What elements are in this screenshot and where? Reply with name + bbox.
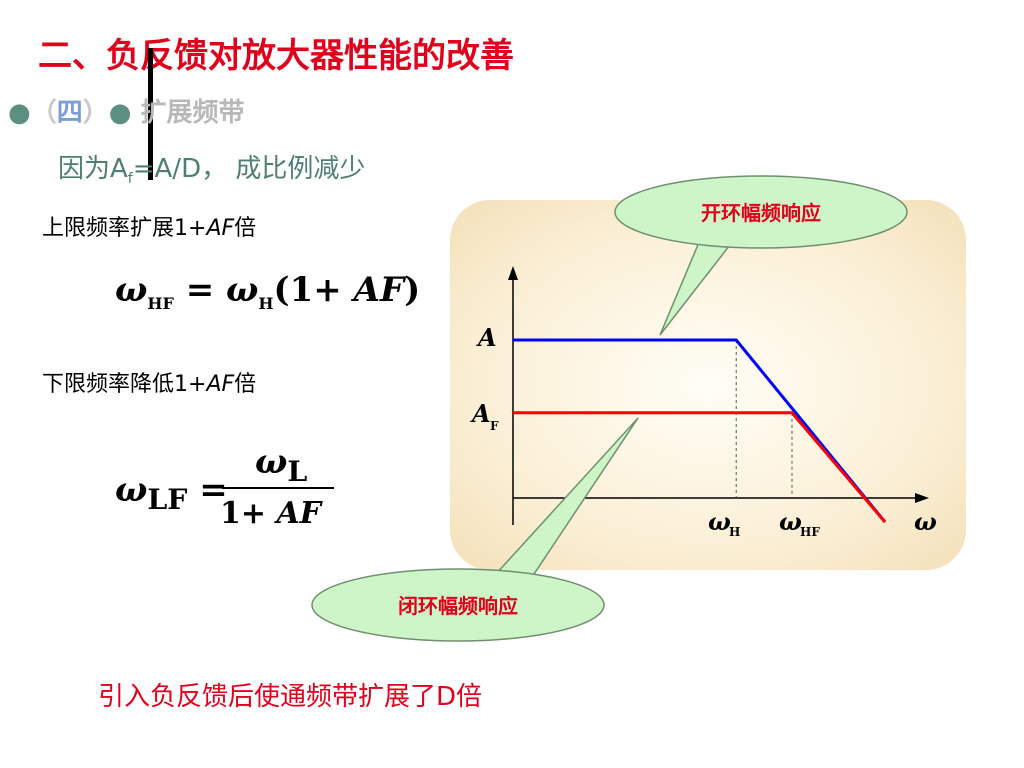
x-label-omega: ω (914, 507, 937, 536)
because-sub: f (127, 171, 133, 188)
x-label-omega-hf: ω (779, 507, 802, 536)
x-axis-arrow-icon (915, 493, 929, 503)
lower-af: AF (206, 372, 235, 397)
formula-hf: ωHF = ωH(1+ AF) (115, 270, 420, 313)
upper-limit-text: 上限频率扩展1+AF倍 (42, 210, 256, 242)
omega-symbol: ω (115, 470, 148, 510)
conclusion-text: 引入负反馈后使通频带扩展了D倍 (98, 682, 483, 712)
equals: = (173, 270, 227, 310)
x-label-omega-h-sub: H (729, 525, 740, 539)
fraction-bar (222, 487, 334, 489)
slide-title: 二、负反馈对放大器性能的改善 (38, 36, 514, 76)
callout-closed-ellipse (311, 568, 605, 642)
paren-close: ) (404, 270, 421, 310)
sub-lf: LF (147, 481, 188, 516)
x-label-omega-h: ω (708, 507, 731, 536)
section-subhead: ●（四）● 扩展频带 (8, 92, 245, 129)
number-open: （ (30, 98, 57, 128)
sub-hf: HF (147, 293, 174, 313)
omega-symbol: ω (255, 442, 288, 482)
y-label-af: A (470, 399, 491, 428)
lower-text-before: 下限频率降低1+ (42, 372, 207, 397)
lower-limit-text: 下限频率降低1+AF倍 (42, 366, 256, 398)
bullet-left-icon: ● (8, 98, 31, 128)
omega-symbol: ω (115, 270, 148, 310)
y-axis-arrow-icon (508, 266, 518, 280)
lower-text-after: 倍 (234, 372, 257, 397)
section-number: 四 (56, 98, 83, 128)
y-label-af-sub: F (490, 419, 499, 433)
because-line: 因为Af=A/D， 成比例减少 (58, 148, 365, 187)
paren-open: (1+ (273, 270, 354, 310)
formula-lf-denominator: 1+ AF (220, 496, 321, 531)
callout-open-label: 开环幅频响应 (701, 201, 821, 225)
sub-h: H (258, 293, 274, 313)
number-close: ） (82, 98, 109, 128)
vertical-bar (148, 48, 153, 180)
callout-closed-label: 闭环幅频响应 (398, 594, 518, 618)
x-label-omega-hf-sub: HF (800, 525, 820, 539)
formula-lf-numerator: ωL (255, 442, 307, 488)
y-label-a: A (476, 323, 497, 352)
upper-af: AF (206, 216, 235, 241)
upper-text-after: 倍 (234, 216, 257, 241)
af-term: AF (353, 270, 405, 310)
open-loop-line (513, 338, 887, 523)
subhead-text: 扩展频带 (140, 98, 245, 128)
upper-text-before: 上限频率扩展1+ (42, 216, 207, 241)
closed-loop-line (513, 411, 887, 523)
omega-symbol: ω (226, 270, 259, 310)
because-prefix: 因为A (58, 154, 128, 184)
den-one: 1+ (220, 496, 277, 531)
callout-open-ellipse (614, 175, 908, 249)
formula-lf-lhs: ωLF = (115, 470, 228, 516)
af-term: AF (276, 496, 322, 531)
because-suffix: =A/D， 成比例减少 (132, 154, 366, 184)
equals: = (187, 470, 228, 510)
bullet-right-icon: ● (108, 98, 132, 128)
callout-closed-bubble (483, 417, 639, 588)
sub-l: L (287, 453, 308, 488)
